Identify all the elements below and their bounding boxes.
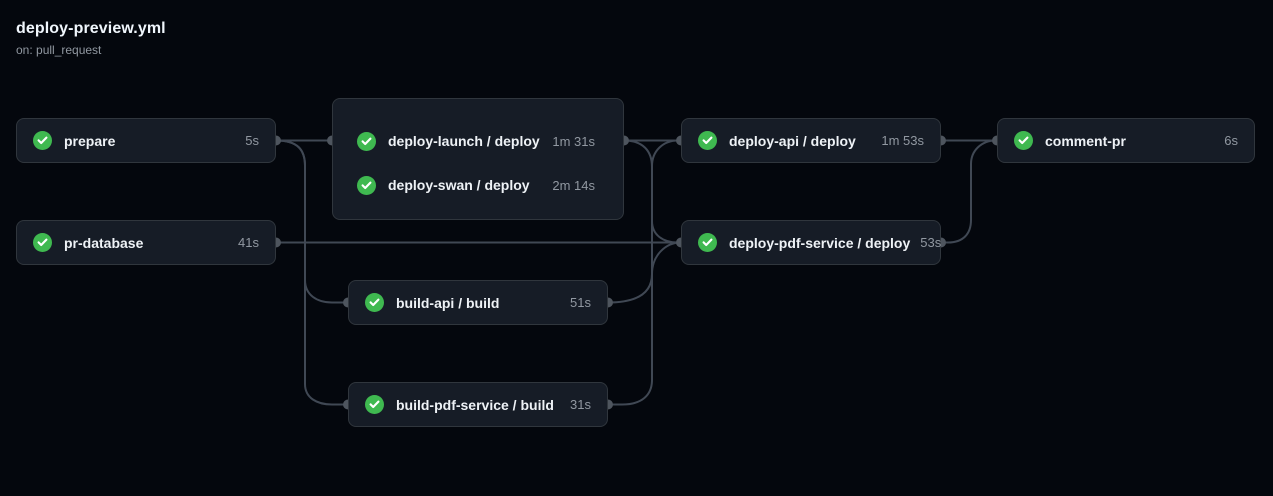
job-duration: 51s [570, 295, 591, 310]
job-name: comment-pr [1045, 132, 1126, 149]
check-circle-icon [698, 233, 717, 252]
job-node-build-api[interactable]: build-api / build 51s [348, 280, 608, 325]
job-node-deploy-pdf-service[interactable]: deploy-pdf-service / deploy 53s [681, 220, 941, 265]
job-duration: 1m 53s [881, 133, 924, 148]
job-name: pr-database [64, 234, 144, 251]
check-circle-icon [357, 131, 376, 151]
matrix-group-deploy-group: deploy-launch / deploy 1m 31s deploy-swan… [332, 98, 624, 220]
edge-build-api-to-deploy-pdf-service [607, 241, 682, 304]
job-name: build-api / build [396, 294, 500, 311]
edge-prepare-to-build-pdf-service [275, 139, 348, 406]
job-duration: 1m 31s [552, 133, 595, 149]
job-duration: 5s [245, 133, 259, 148]
job-duration: 6s [1224, 133, 1238, 148]
job-duration: 2m 14s [552, 177, 595, 193]
job-node-prepare[interactable]: prepare 5s [16, 118, 276, 163]
job-node-deploy-api[interactable]: deploy-api / deploy 1m 53s [681, 118, 941, 163]
job-name: prepare [64, 132, 116, 149]
workflow-trigger: on: pull_request [16, 43, 102, 57]
job-name: deploy-swan / deploy [388, 177, 530, 193]
workflow-title: deploy-preview.yml [16, 20, 166, 37]
job-name: deploy-pdf-service / deploy [729, 234, 911, 251]
workflow-header: deploy-preview.yml on: pull_request [16, 20, 166, 57]
job-node-comment-pr[interactable]: comment-pr 6s [997, 118, 1255, 163]
job-node-build-pdf-service[interactable]: build-pdf-service / build 31s [348, 382, 608, 427]
edge-deploy-pdf-service-to-comment-pr [941, 139, 997, 244]
check-circle-icon [698, 131, 717, 150]
job-node-deploy-swan[interactable]: deploy-swan / deploy 2m 14s [333, 163, 623, 207]
check-circle-icon [33, 233, 52, 252]
job-duration: 41s [238, 235, 259, 250]
job-duration: 53s [920, 235, 942, 250]
check-circle-icon [365, 293, 384, 312]
job-node-deploy-launch[interactable]: deploy-launch / deploy 1m 31s [333, 119, 623, 163]
job-name: deploy-api / deploy [729, 132, 856, 149]
job-duration: 31s [570, 397, 591, 412]
job-node-pr-database[interactable]: pr-database 41s [16, 220, 276, 265]
check-circle-icon [1014, 131, 1033, 150]
check-circle-icon [365, 395, 384, 414]
check-circle-icon [357, 175, 376, 195]
job-name: build-pdf-service / build [396, 396, 554, 413]
job-name: deploy-launch / deploy [388, 133, 540, 149]
check-circle-icon [33, 131, 52, 150]
edge-build-pdf-service-to-deploy-api [608, 139, 681, 406]
